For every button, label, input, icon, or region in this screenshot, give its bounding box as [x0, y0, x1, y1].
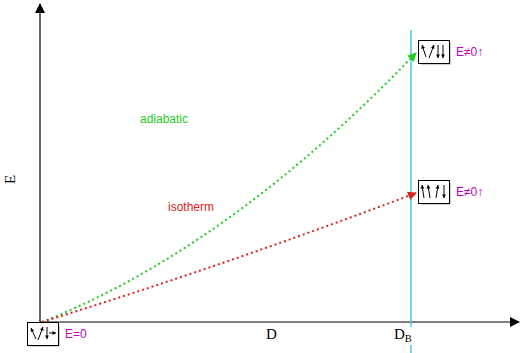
- dipole-arrowhead: [436, 185, 440, 189]
- label-subscript: B: [405, 333, 412, 344]
- axis-label: E: [3, 175, 18, 184]
- dipole-arrowhead: [427, 185, 431, 189]
- dipole-arrowhead: [441, 54, 445, 58]
- label-main: D: [394, 326, 405, 342]
- field-state-label: E≠0↑: [456, 46, 483, 59]
- x-axis: [40, 321, 519, 322]
- process-curve: [42, 193, 416, 322]
- domain-state: E=0: [27, 322, 87, 348]
- domain-icon: [27, 322, 61, 348]
- boundary-line: [410, 30, 412, 353]
- edge-layer: [42, 53, 416, 322]
- dipole-arrows: [421, 185, 446, 198]
- dipole-arrows: [421, 45, 445, 58]
- boundary-label: DB: [392, 327, 414, 345]
- dipole-arrowhead: [45, 335, 49, 339]
- dipole-arrowhead: [40, 327, 44, 331]
- field-state-label: E=0: [65, 328, 87, 341]
- dipole-arrowhead: [31, 328, 34, 332]
- icon-frame: [419, 181, 450, 204]
- dipole-arrow: [422, 45, 426, 57]
- dipole-arrow: [38, 327, 43, 340]
- axis-label: D: [266, 327, 277, 342]
- dipole-arrow: [31, 328, 36, 339]
- curve-label: adiabatic: [140, 113, 188, 125]
- dipole-arrowhead: [431, 45, 435, 49]
- dipole-arrowhead: [436, 54, 440, 58]
- domain-state: E≠0↑: [418, 180, 483, 206]
- dipole-arrowhead: [421, 185, 425, 189]
- dipole-arrows: [31, 327, 56, 340]
- domain-icon: [418, 40, 452, 66]
- process-curve: [42, 53, 416, 322]
- domain-icon: [418, 180, 452, 206]
- curve-label: isotherm: [168, 201, 214, 213]
- y-axis: [39, 4, 40, 322]
- icon-frame: [28, 323, 59, 346]
- dipole-arrowhead: [52, 331, 56, 335]
- domain-state: E≠0↑: [418, 40, 483, 66]
- field-state-label: E≠0↑: [456, 186, 483, 199]
- icon-frame: [419, 41, 450, 64]
- dipole-arrow: [429, 45, 434, 58]
- dipole-arrowhead: [421, 45, 425, 49]
- dipole-arrowhead: [442, 194, 446, 198]
